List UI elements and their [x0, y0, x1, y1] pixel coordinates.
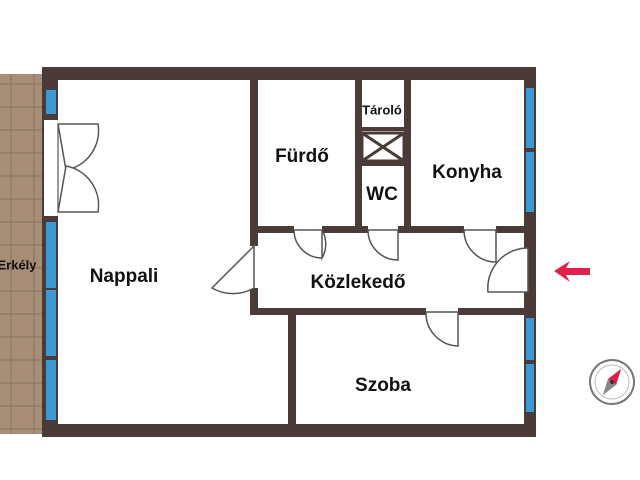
room-label-nappali: Nappali: [90, 266, 159, 287]
door-szoba[interactable]: [425, 311, 459, 347]
balcony-door: [44, 120, 100, 216]
room-label-kozlekedo: Közlekedő: [310, 272, 405, 293]
entrance-arrow-icon: [554, 261, 590, 282]
door-entrance[interactable]: [487, 247, 529, 293]
room-label-furdo: Fürdő: [275, 146, 329, 167]
room-label-wc: WC: [366, 184, 398, 205]
room-labels: Nappali Fürdő Tároló WC Konyha Közlekedő…: [0, 102, 502, 396]
door-furdo[interactable]: [294, 229, 327, 261]
room-label-konyha: Konyha: [432, 162, 502, 183]
compass-icon: [589, 359, 635, 405]
windows: [46, 88, 534, 420]
balcony: [0, 74, 46, 434]
door-nappali[interactable]: [210, 244, 255, 295]
door-konyha[interactable]: [463, 229, 497, 263]
storage-cross-icon: [360, 131, 406, 163]
room-label-erkely: Erkély: [0, 257, 37, 272]
door-wc[interactable]: [367, 229, 399, 261]
room-label-szoba: Szoba: [355, 375, 411, 396]
walls: [42, 67, 536, 437]
doors: [210, 229, 529, 347]
room-label-tarolo: Tároló: [362, 102, 402, 117]
